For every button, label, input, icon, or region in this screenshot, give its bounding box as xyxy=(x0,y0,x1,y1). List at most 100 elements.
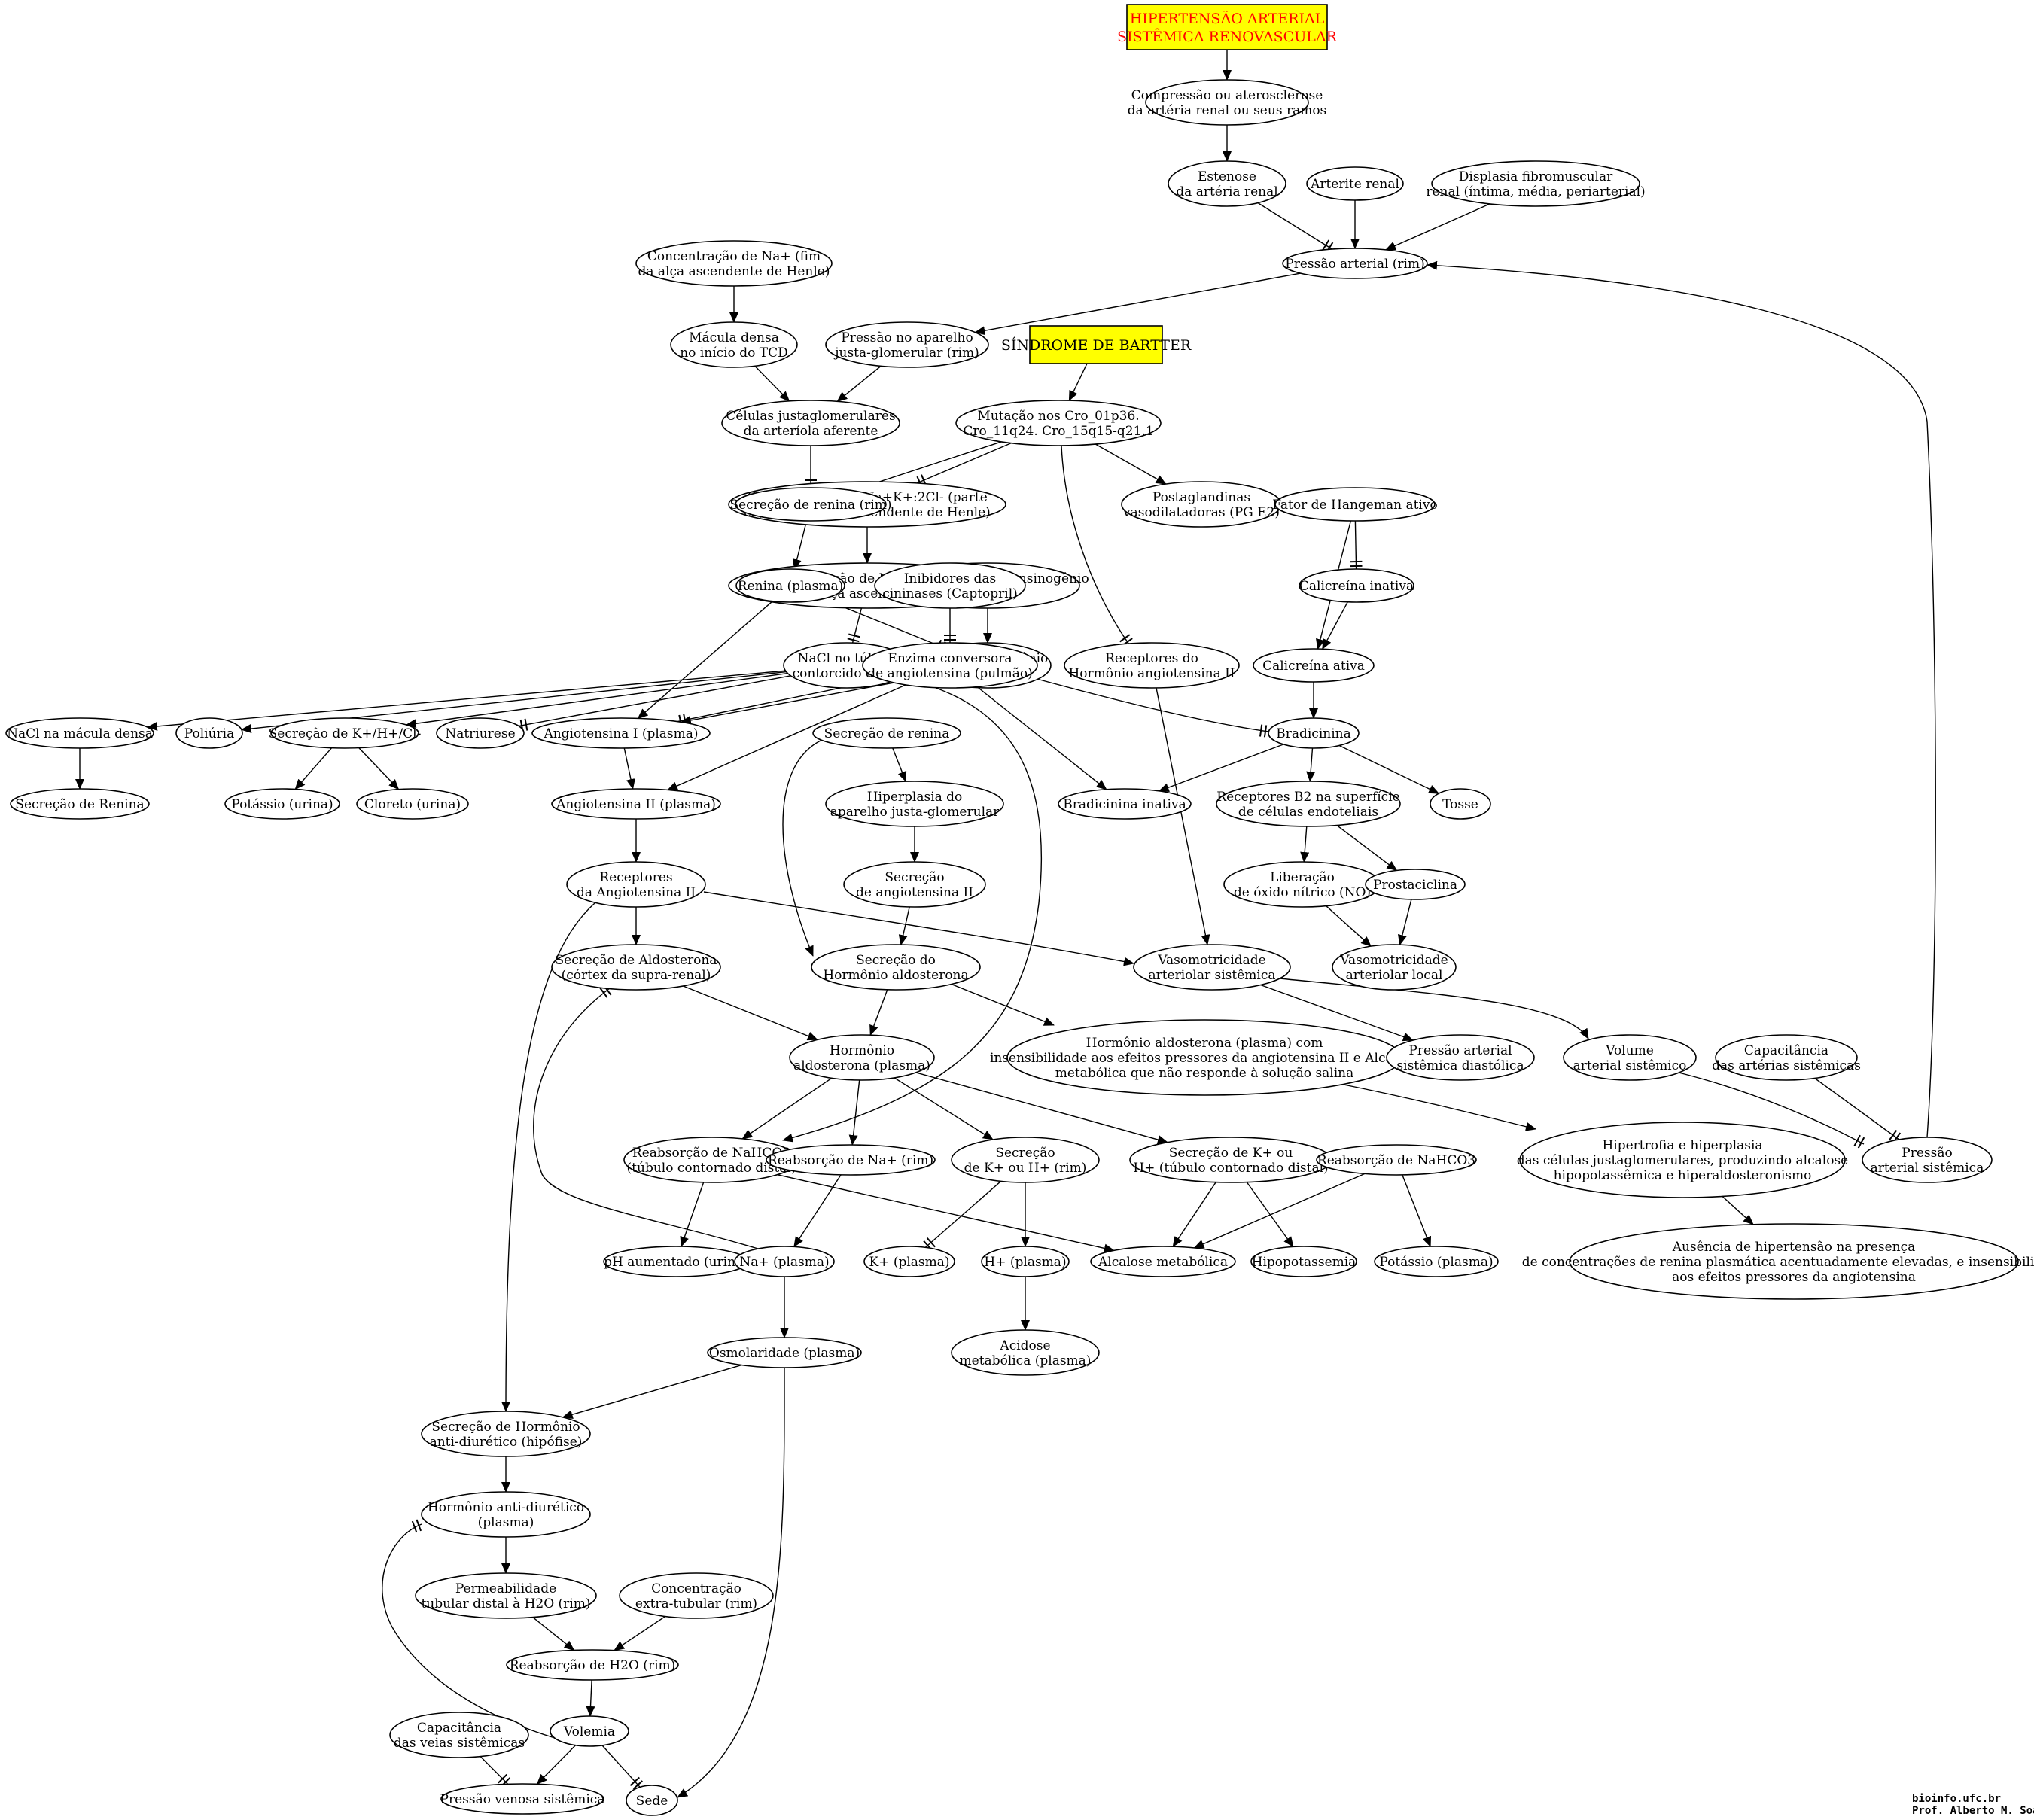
node-label-line: das artérias sistêmicas xyxy=(1712,1058,1861,1073)
edge-n12-n15 xyxy=(1095,443,1167,485)
node-ellipse xyxy=(175,717,243,749)
node-label-line: Renina (plasma) xyxy=(738,579,843,594)
edge-n12-n13 xyxy=(916,442,1012,484)
node-n56: Reabsorção de Na+ (rim) xyxy=(766,1144,936,1176)
node-label-line: pH aumentado (urina) xyxy=(604,1255,748,1270)
node-ellipse xyxy=(1431,160,1640,207)
node-label-line: Bradicinina xyxy=(1276,726,1351,741)
node-n16: Fator de Hangeman ativo xyxy=(1272,487,1438,522)
edge-n47-n51 xyxy=(948,982,1055,1026)
node-n19: Renina (plasma) xyxy=(735,568,845,603)
edge-n56-n63 xyxy=(793,1174,842,1248)
inhibition-bar-n17-n22-0 xyxy=(847,638,860,643)
node-label-line: Secreção de K+/H+/Cl- xyxy=(269,726,422,741)
node-label-line: aos efeitos pressores da angiotensina xyxy=(1672,1270,1916,1285)
node-n31: Angiotensina I (plasma) xyxy=(531,717,711,749)
node-label-line: arteriolar local xyxy=(1346,968,1443,983)
node-label-line: metabólica que não responde à solução sa… xyxy=(1055,1066,1354,1081)
node-label-line: Células justaglomerulares xyxy=(726,409,895,424)
node-ellipse xyxy=(1168,160,1286,207)
node-label-line: Secreção de renina xyxy=(824,726,950,741)
node-label-line: Reabsorção de NaHCO3 xyxy=(1317,1153,1475,1168)
inhibition-bar-n3-n6-1 xyxy=(1322,239,1330,251)
edge-n75-n76 xyxy=(614,1615,666,1651)
credit-site: bioinfo.ufc.br xyxy=(1912,1793,2001,1805)
node-label-line: arterial sistêmica xyxy=(1871,1161,1984,1176)
node-ellipse xyxy=(1365,869,1466,900)
node-label-line: Pressão arterial xyxy=(1408,1043,1512,1058)
edge-n59-n68 xyxy=(1402,1174,1432,1248)
edge-n46-n50 xyxy=(683,985,818,1041)
node-label-line: Liberação xyxy=(1270,870,1335,885)
node-n80: Sede xyxy=(626,1785,678,1816)
node-label-line: Receptores B2 na superfície xyxy=(1216,790,1399,805)
node-ellipse xyxy=(1569,1223,2019,1300)
node-ellipse xyxy=(1316,1144,1477,1176)
edge-n70-n80 xyxy=(677,1367,785,1798)
node-n78: Volemia xyxy=(550,1715,629,1747)
inhibition-bar-n78-n73-0 xyxy=(416,1519,422,1532)
node-label-line: Natriurese xyxy=(445,726,515,741)
node-label-line: Bradicinina inativa xyxy=(1063,797,1186,812)
node-label-line: Sede xyxy=(636,1794,668,1809)
node-ellipse xyxy=(1374,1246,1499,1277)
node-label-line: aparelho justa-glomerular xyxy=(830,805,1000,820)
node-label-line: das veias sistêmicas xyxy=(394,1736,525,1751)
node-ellipse xyxy=(270,717,419,749)
node-label-line: Enzima conversora xyxy=(888,651,1012,666)
node-label-line: extra-tubular (rim) xyxy=(635,1596,757,1612)
node-label-line: H+ (plasma) xyxy=(984,1255,1066,1270)
edge-n33-n40 xyxy=(1306,747,1316,782)
node-label-line: Concentração xyxy=(651,1581,741,1596)
node-n70: Osmolaridade (plasma) xyxy=(707,1337,862,1368)
node-ellipse xyxy=(1274,487,1436,522)
edge-n33-n39 xyxy=(1158,744,1284,792)
node-label-line: Vasomotricidade xyxy=(1157,953,1265,968)
edge-n43-n47 xyxy=(898,906,910,946)
node-label-line: Inibidores das xyxy=(904,571,997,586)
node-label-line: Displasia fibromuscular xyxy=(1459,169,1613,184)
node-label-line: Mácula densa xyxy=(689,330,779,345)
node-n12: Mutação nos Cro_01p36.Cro_11q24. Cro_15q… xyxy=(955,400,1162,446)
edge-n24-n37 xyxy=(667,684,906,791)
node-label-line: de K+ ou H+ (rim) xyxy=(964,1161,1087,1176)
node-label-line: Hormônio aldosterona (plasma) com xyxy=(1086,1036,1323,1051)
node-label-line: arterial sistêmico xyxy=(1573,1058,1687,1073)
node-n27: NaCl na mácula densa xyxy=(5,717,154,749)
edge-n60-n69 xyxy=(1722,1195,1754,1225)
node-ellipse xyxy=(531,717,711,749)
edge-n57-n64 xyxy=(924,1180,1002,1248)
node-ellipse xyxy=(874,562,1026,609)
node-label-line: Osmolaridade (plasma) xyxy=(709,1346,860,1361)
node-ellipse xyxy=(415,1572,597,1619)
node-ellipse xyxy=(1090,1246,1236,1277)
node-label-line: Hormônio angiotensina II xyxy=(1068,666,1235,681)
node-label-line: Volume xyxy=(1605,1043,1654,1058)
node-ellipse xyxy=(670,321,798,368)
edge-n42-n72 xyxy=(501,902,595,1412)
node-label-line: Potássio (plasma) xyxy=(1379,1255,1493,1270)
node-label-line: sistêmica diastólica xyxy=(1396,1058,1524,1073)
node-label-line: NaCl na mácula densa xyxy=(7,726,153,741)
edge-n29-n35 xyxy=(294,747,333,790)
node-label-line: Hipopotassemia xyxy=(1252,1255,1357,1270)
node-label-line: hipopotassêmica e hiperaldosteronismo xyxy=(1554,1168,1812,1183)
node-ellipse xyxy=(1862,1137,1993,1183)
node-n34: Secreção de Renina xyxy=(10,788,150,820)
edge-n8-n11 xyxy=(754,365,790,402)
node-n73: Hormônio anti-diurético(plasma) xyxy=(421,1491,591,1538)
edge-n32-n47 xyxy=(782,740,821,957)
credits: bioinfo.ufc.br Prof. Alberto M. Soares xyxy=(1912,1793,2034,1817)
